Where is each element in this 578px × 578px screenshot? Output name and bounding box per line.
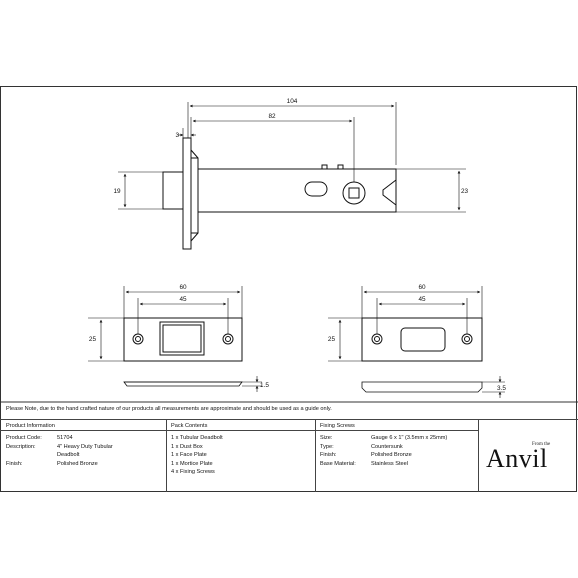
dim-mortice-3-5-label: 3.5 (497, 385, 506, 392)
dim-face-60-label: 60 (179, 284, 187, 291)
dim-104 (187, 102, 397, 165)
deadbolt-side-view (162, 137, 397, 250)
bolt-opening (159, 321, 205, 356)
logo-brand-text: Anvil (486, 444, 548, 473)
anvil-logo: From the Anvil (486, 442, 566, 474)
list-item: 1 x Tubular Deadbolt (171, 435, 223, 441)
table-row: Deadbolt (57, 452, 80, 458)
spindle-boss (342, 181, 366, 205)
list-item: 1 x Mortice Plate (171, 460, 213, 467)
dim-23-label: 23 (461, 188, 469, 195)
mortice-plate-edge (361, 376, 505, 398)
table-row: Finish:Polished Bronze (320, 452, 412, 458)
list-item: 4 x Fixing Screws (171, 469, 215, 475)
dim-104-label: 104 (287, 98, 298, 105)
dim-82-label: 82 (268, 113, 276, 120)
dim-mortice (328, 286, 483, 362)
tube-body (197, 168, 397, 213)
drawing-frame (0, 86, 577, 492)
spindle-slot (304, 181, 328, 197)
product-information: Product Information Product Code:51704 D… (2, 421, 166, 468)
table-row: Finish:Polished Bronze (6, 460, 98, 467)
table-row: Type:Countersunk (320, 443, 403, 450)
mortice-plate-view (361, 317, 483, 362)
dim-face-60 (88, 286, 243, 362)
dim-19-label: 19 (113, 188, 121, 195)
table-row: Size:Gauge 6 x 1" (3.5mm x 25mm) (320, 435, 448, 441)
bolt-head (162, 171, 184, 210)
dim-mortice-45-label: 45 (418, 296, 426, 303)
dim-mortice-60-label: 60 (418, 284, 426, 291)
dim-mortice-25-label: 25 (328, 336, 336, 343)
fixing-screws: Fixing Screws Size:Gauge 6 x 1" (3.5mm x… (316, 421, 478, 468)
list-item: 1 x Dust Box (171, 443, 203, 450)
dim-face-1-5-label: 1.5 (260, 382, 269, 389)
logo-from-text: From the (532, 442, 551, 447)
dim-19 (118, 171, 163, 210)
dim-3 (178, 128, 196, 138)
dim-23 (396, 168, 466, 213)
dim-face-25-label: 25 (89, 336, 97, 343)
dim-face-45-label: 45 (179, 296, 187, 303)
list-item: 1 x Face Plate (171, 452, 207, 458)
strike-opening (400, 327, 446, 352)
table-row: Product Code:51704 (6, 435, 73, 441)
dim-3-label: 3 (175, 132, 179, 139)
disclaimer-note: Please Note, due to the hand crafted nat… (6, 406, 332, 412)
face-plate-view (123, 317, 243, 362)
spindle-square (348, 187, 360, 199)
table-top-line (0, 419, 578, 420)
face-plate (182, 137, 192, 250)
table-row: Base Material:Stainless Steel (320, 460, 409, 467)
dim-82 (190, 117, 355, 182)
forend (190, 149, 199, 242)
table-row: Description:4" Heavy Duty Tubular (6, 443, 113, 450)
face-plate-edge (123, 376, 262, 392)
